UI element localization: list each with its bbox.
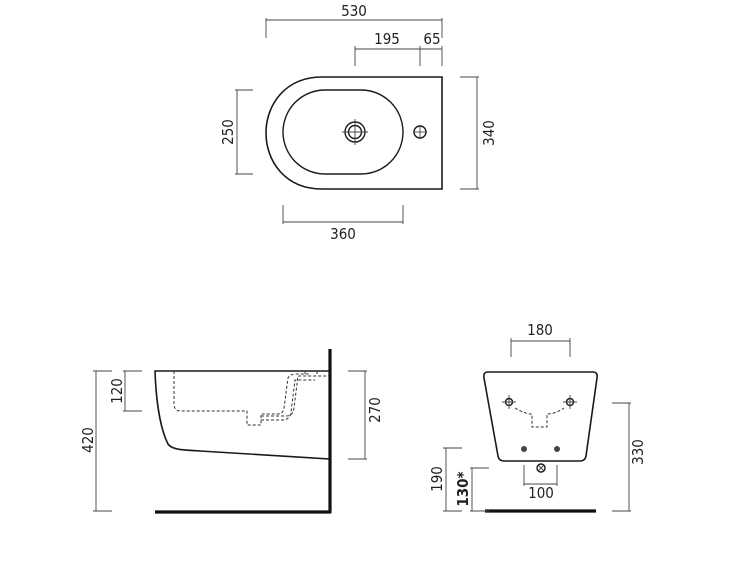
dim-270: 270 [348, 370, 384, 460]
side-view: 420 120 270 [79, 349, 384, 514]
top-outline [265, 76, 443, 190]
dim-250: 250 [219, 89, 253, 175]
side-hidden-bowl [173, 371, 330, 426]
svg-text:130*: 130* [454, 471, 472, 506]
inlet-left [521, 446, 527, 452]
dim-530: 530 [265, 2, 443, 38]
dim-360: 360 [282, 205, 404, 243]
dim-100: 100 [523, 465, 558, 502]
dim-120: 120 [108, 370, 142, 412]
dim-180: 180 [510, 321, 571, 357]
svg-text:100: 100 [528, 484, 554, 502]
svg-text:270: 270 [366, 397, 384, 423]
waste-outlet-icon [536, 463, 546, 473]
svg-text:180: 180 [527, 321, 553, 339]
svg-text:360: 360 [330, 225, 356, 243]
svg-text:190: 190 [428, 466, 446, 492]
svg-text:530: 530 [341, 2, 367, 20]
svg-text:340: 340 [480, 120, 498, 146]
svg-text:420: 420 [79, 427, 97, 453]
tap-hole-icon [413, 125, 427, 139]
bowl-outline [282, 89, 404, 175]
svg-text:250: 250 [219, 119, 237, 145]
side-outline [154, 370, 331, 460]
svg-text:330: 330 [629, 439, 647, 465]
front-view: 180 100 330 190 130* [428, 321, 647, 513]
drain-icon [342, 119, 368, 145]
dim-195-65: 195 65 [354, 30, 443, 66]
dim-340: 340 [460, 76, 498, 190]
svg-text:65: 65 [423, 30, 440, 48]
front-hidden-trap [514, 407, 565, 428]
dim-420: 420 [79, 370, 112, 512]
fixing-bolt-icon-right [563, 395, 577, 409]
front-outline [483, 371, 598, 462]
dim-130: 130* [454, 467, 489, 512]
inlet-right [554, 446, 560, 452]
svg-text:120: 120 [108, 378, 126, 404]
fixing-bolt-icon-left [502, 395, 516, 409]
dim-190: 190 [428, 447, 462, 512]
top-view: 530 195 65 250 340 360 [219, 2, 498, 243]
dim-330: 330 [612, 402, 647, 512]
svg-text:195: 195 [374, 30, 400, 48]
